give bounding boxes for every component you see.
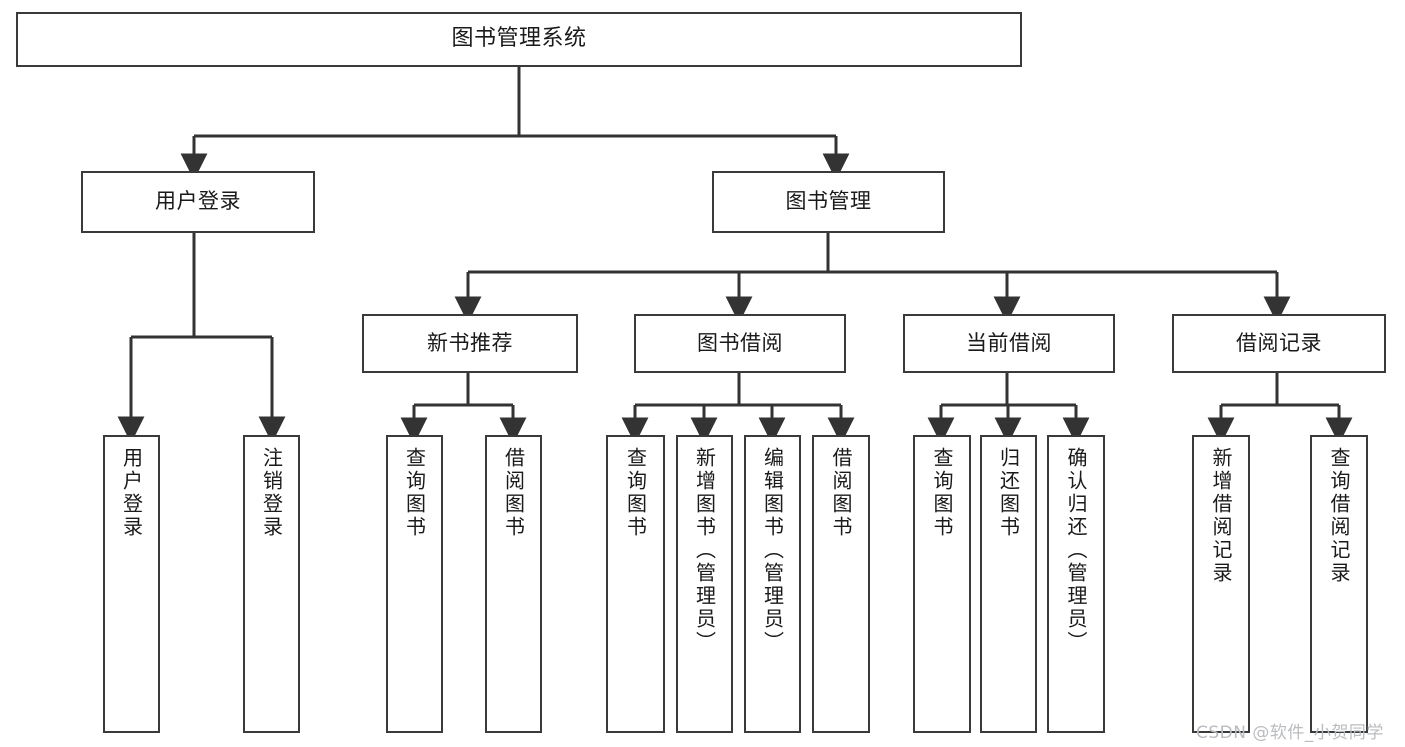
node-label: 新书推荐 xyxy=(427,330,513,355)
node-label: 编辑图书（管理员） xyxy=(760,447,785,654)
node-label: 用户登录 xyxy=(119,447,144,539)
node-label: 当前借阅 xyxy=(966,330,1052,355)
node-label: 借阅图书 xyxy=(501,447,526,539)
node-label: 确认归还（管理员） xyxy=(1064,447,1088,654)
node-root-book-management-system[interactable]: 图书管理系统 xyxy=(16,12,1022,67)
node-label: 新增图书（管理员） xyxy=(692,447,717,654)
leaf-user-login-login[interactable]: 用户登录 xyxy=(103,435,160,733)
node-label: 注销登录 xyxy=(259,447,284,539)
leaf-user-login-logout[interactable]: 注销登录 xyxy=(243,435,300,733)
leaf-record-query-record[interactable]: 查询借阅记录 xyxy=(1310,435,1368,733)
leaf-borrow-edit-book-admin[interactable]: 编辑图书（管理员） xyxy=(744,435,801,733)
leaf-record-add-record[interactable]: 新增借阅记录 xyxy=(1192,435,1250,733)
node-current-borrow[interactable]: 当前借阅 xyxy=(903,314,1115,373)
node-label: 查询图书 xyxy=(623,447,648,539)
node-label: 借阅图书 xyxy=(829,447,853,539)
leaf-current-query-book[interactable]: 查询图书 xyxy=(913,435,971,733)
node-label: 图书管理系统 xyxy=(451,26,587,52)
leaf-new-book-query-book[interactable]: 查询图书 xyxy=(386,435,443,733)
node-label: 查询借阅记录 xyxy=(1327,447,1351,585)
node-user-login[interactable]: 用户登录 xyxy=(81,171,315,233)
node-label: 查询图书 xyxy=(402,447,427,539)
csdn-watermark: CSDN @软件_小贺同学 xyxy=(1196,723,1384,743)
node-book-borrow[interactable]: 图书借阅 xyxy=(634,314,846,373)
node-new-book-recommend[interactable]: 新书推荐 xyxy=(362,314,578,373)
node-borrow-record[interactable]: 借阅记录 xyxy=(1172,314,1386,373)
leaf-current-return-book[interactable]: 归还图书 xyxy=(980,435,1037,733)
leaf-new-book-borrow-book[interactable]: 借阅图书 xyxy=(485,435,542,733)
leaf-borrow-add-book-admin[interactable]: 新增图书（管理员） xyxy=(676,435,733,733)
node-book-management[interactable]: 图书管理 xyxy=(712,171,945,233)
leaf-current-confirm-return-admin[interactable]: 确认归还（管理员） xyxy=(1047,435,1105,733)
leaf-borrow-query-book[interactable]: 查询图书 xyxy=(606,435,665,733)
node-label: 归还图书 xyxy=(996,447,1021,539)
node-label: 图书借阅 xyxy=(697,330,783,355)
node-label: 图书管理 xyxy=(785,189,872,214)
node-label: 用户登录 xyxy=(155,189,241,214)
leaf-borrow-borrow-book[interactable]: 借阅图书 xyxy=(812,435,870,733)
node-label: 借阅记录 xyxy=(1236,330,1322,355)
node-label: 新增借阅记录 xyxy=(1209,447,1233,585)
node-label: 查询图书 xyxy=(930,447,954,539)
